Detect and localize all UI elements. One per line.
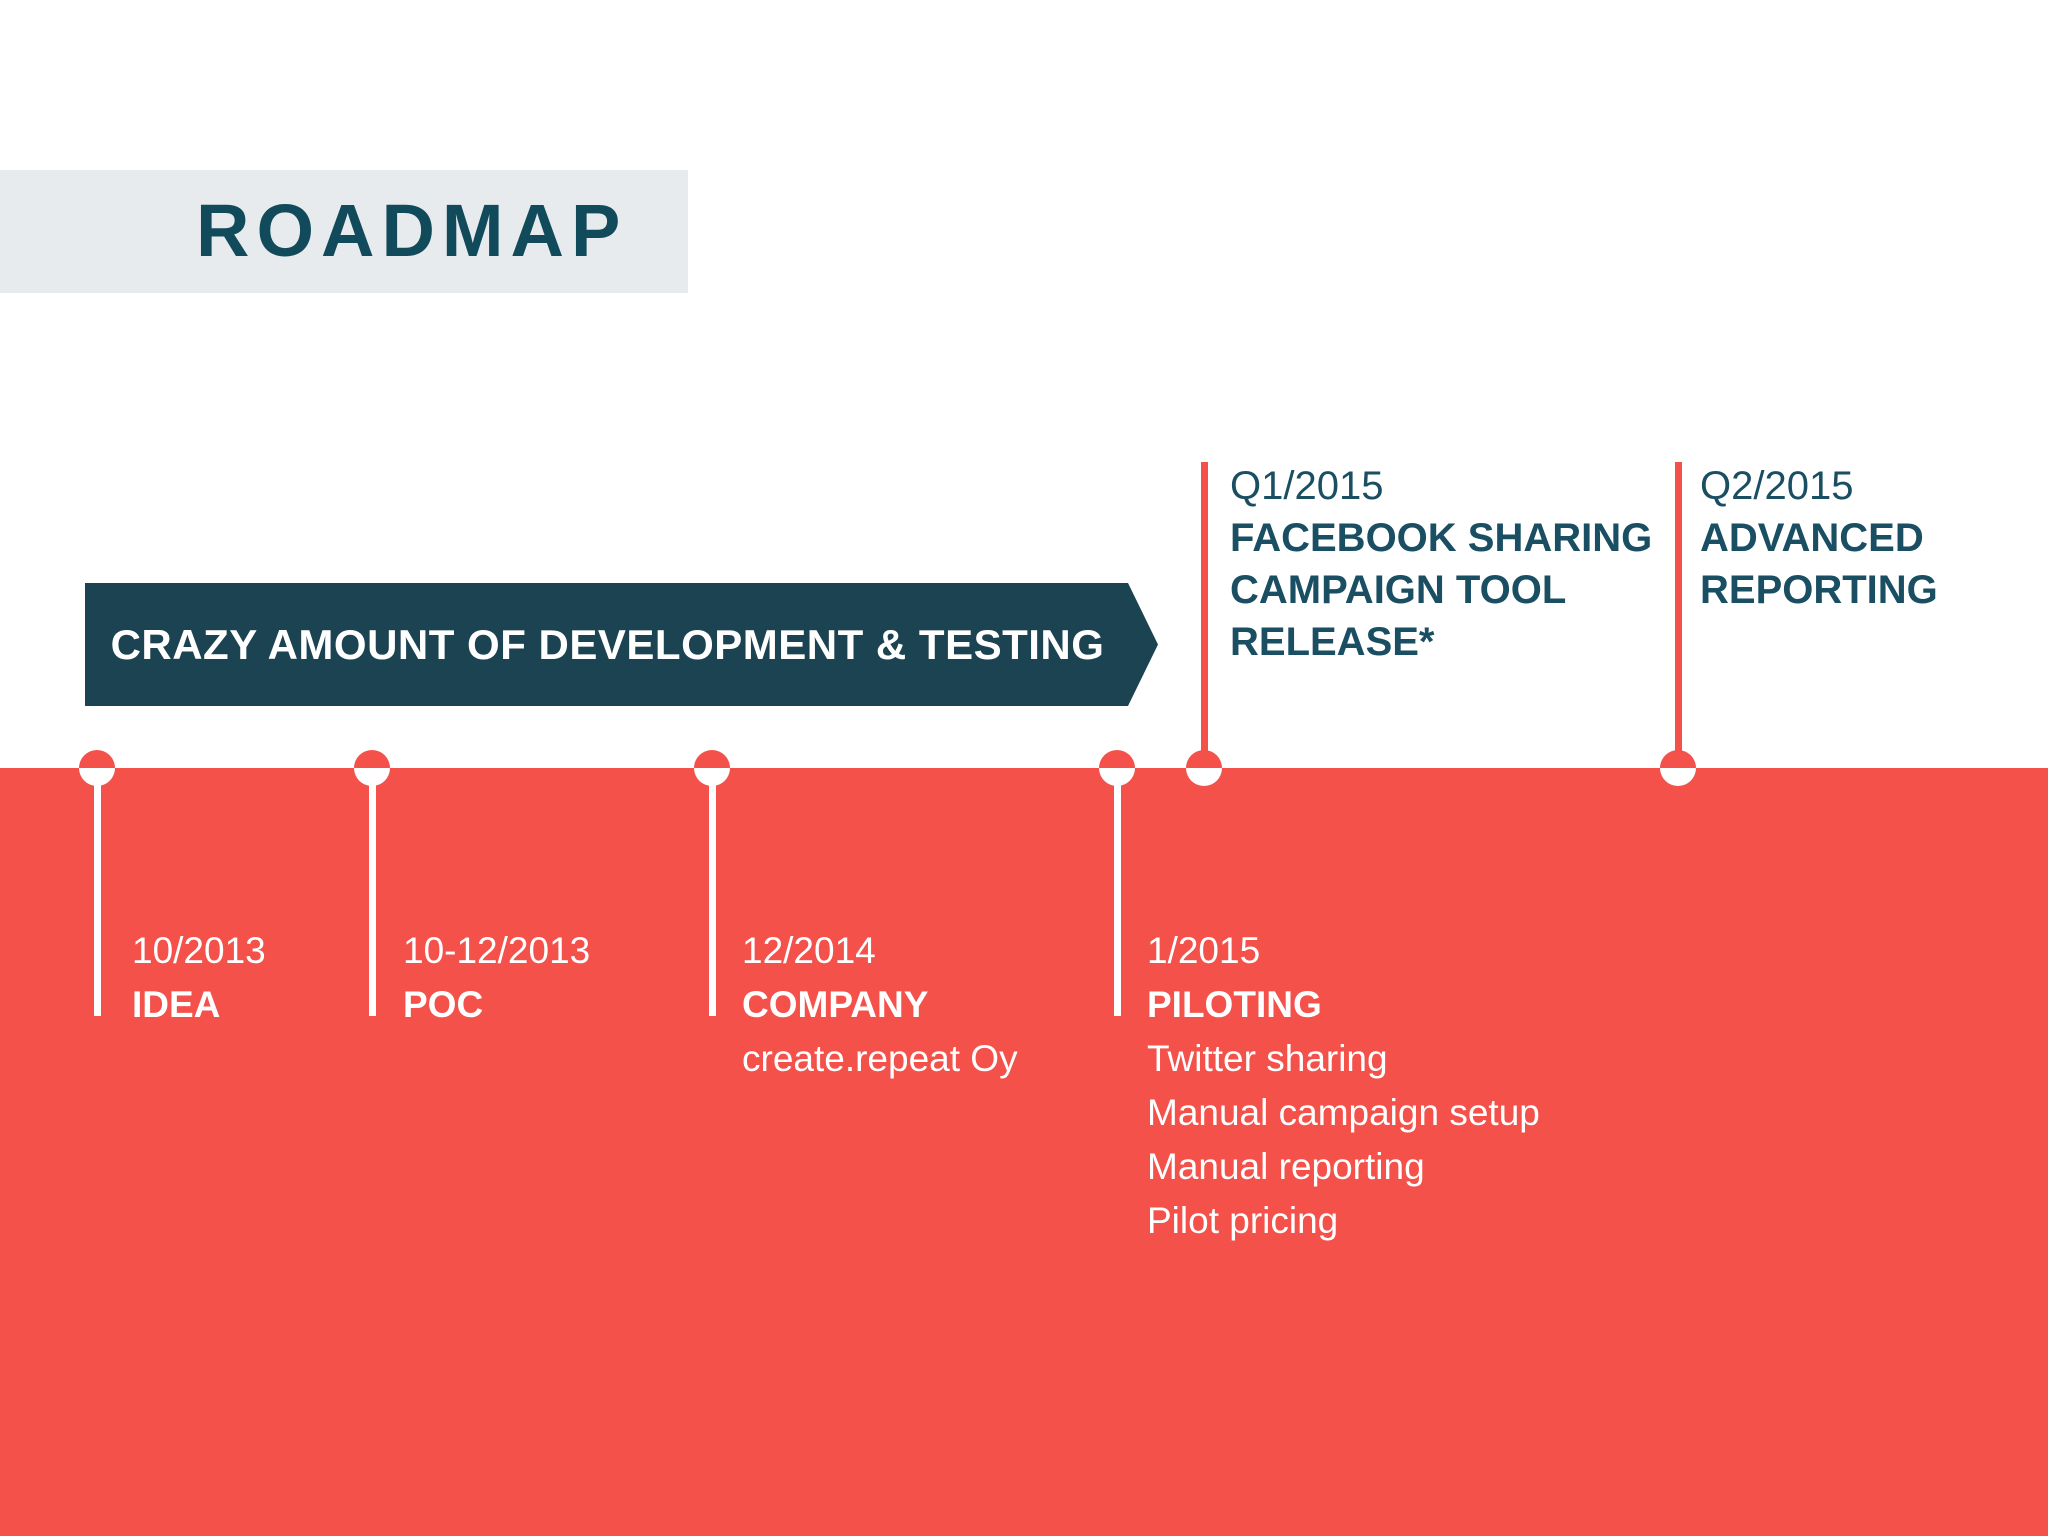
milestone-line (369, 768, 376, 1016)
milestone-marker-icon (1186, 750, 1222, 786)
milestone-line (94, 768, 101, 1016)
milestone-line (1114, 768, 1121, 1016)
page-title-box: ROADMAP (0, 170, 688, 293)
milestone-text: Q1/2015 FACEBOOK SHARING CAMPAIGN TOOL R… (1230, 460, 1652, 668)
milestone-line (1675, 462, 1682, 768)
milestone-text: 10/2013 IDEA (132, 924, 266, 1032)
milestone-title: RELEASE* (1230, 620, 1435, 664)
milestone-text: 12/2014 COMPANY create.repeat Oy (742, 924, 1018, 1086)
milestone-date: Q1/2015 (1230, 464, 1384, 508)
milestone-text: 1/2015 PILOTING Twitter sharing Manual c… (1147, 924, 1540, 1248)
milestone-title: IDEA (132, 984, 221, 1025)
milestone-date: Q2/2015 (1700, 464, 1854, 508)
milestone-title: CAMPAIGN TOOL (1230, 568, 1567, 612)
milestone-detail: Manual reporting (1147, 1146, 1425, 1187)
milestone-title: ADVANCED (1700, 516, 1924, 560)
milestone-text: 10-12/2013 POC (403, 924, 590, 1032)
milestone-title: POC (403, 984, 484, 1025)
banner-label: CRAZY AMOUNT OF DEVELOPMENT & TESTING (110, 620, 1105, 668)
milestone-marker-icon (1099, 750, 1135, 786)
milestone-text: Q2/2015 ADVANCED REPORTING (1700, 460, 1938, 616)
milestone-marker-icon (354, 750, 390, 786)
milestone-marker-icon (1660, 750, 1696, 786)
timeline-band (0, 768, 2048, 1536)
milestone-detail: Twitter sharing (1147, 1038, 1388, 1079)
milestone-marker-icon (694, 750, 730, 786)
milestone-line (709, 768, 716, 1016)
milestone-date: 10/2013 (132, 930, 266, 971)
milestone-detail: Pilot pricing (1147, 1200, 1339, 1241)
milestone-detail: Manual campaign setup (1147, 1092, 1540, 1133)
milestone-date: 10-12/2013 (403, 930, 591, 971)
milestone-date: 1/2015 (1147, 930, 1261, 971)
page-title: ROADMAP (196, 189, 628, 272)
milestone-title: FACEBOOK SHARING (1230, 516, 1653, 560)
milestone-title: COMPANY (742, 984, 929, 1025)
milestone-marker-icon (79, 750, 115, 786)
milestone-title: REPORTING (1700, 568, 1938, 612)
milestone-title: PILOTING (1147, 984, 1322, 1025)
milestone-line (1201, 462, 1208, 768)
milestone-date: 12/2014 (742, 930, 876, 971)
dev-testing-banner: CRAZY AMOUNT OF DEVELOPMENT & TESTING (85, 583, 1158, 706)
milestone-detail: create.repeat Oy (742, 1038, 1018, 1079)
